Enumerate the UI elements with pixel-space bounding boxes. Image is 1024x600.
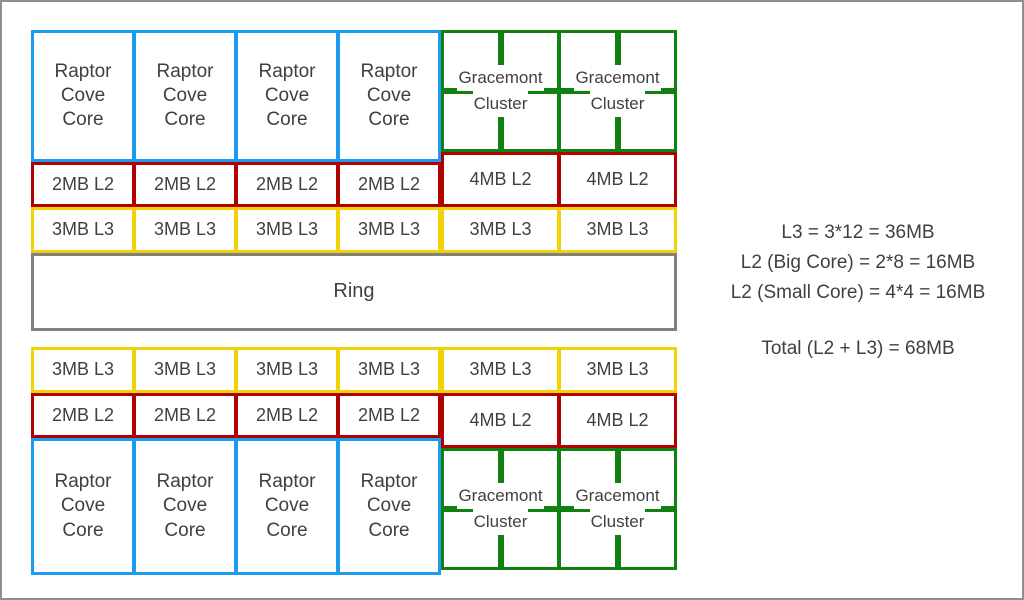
l3-slice-bottom-3[interactable]: 3MB L3 — [337, 347, 441, 393]
l3-slice-bottom-1[interactable]: 3MB L3 — [133, 347, 237, 393]
gracemont-cluster-top-1[interactable]: Gracemont Cluster — [558, 30, 677, 152]
l3-slice-bottom-0[interactable]: 3MB L3 — [31, 347, 135, 393]
l2-big-top-1[interactable]: 2MB L2 — [133, 162, 237, 207]
atom-core[interactable] — [441, 448, 501, 509]
l2-big-bottom-0[interactable]: 2MB L2 — [31, 393, 135, 438]
l3-slice-bottom-4[interactable]: 3MB L3 — [441, 347, 560, 393]
l2-big-bottom-2[interactable]: 2MB L2 — [235, 393, 339, 438]
big-core-top-2[interactable]: Raptor Cove Core — [235, 30, 339, 162]
note-grand-total: Total (L2 + L3) = 68MB — [761, 338, 955, 360]
atom-core[interactable] — [500, 91, 560, 152]
l2-small-bottom-1[interactable]: 4MB L2 — [558, 393, 677, 448]
big-core-bottom-1[interactable]: Raptor Cove Core — [133, 438, 237, 575]
l2-big-top-3[interactable]: 2MB L2 — [337, 162, 441, 207]
l2-small-top-1[interactable]: 4MB L2 — [558, 152, 677, 207]
gracemont-cluster-bottom-1[interactable]: Gracemont Cluster — [558, 448, 677, 570]
cache-summary-notes: L3 = 3*12 = 36MB L2 (Big Core) = 2*8 = 1… — [702, 218, 1014, 364]
l3-slice-top-0[interactable]: 3MB L3 — [31, 207, 135, 253]
atom-core[interactable] — [617, 91, 677, 152]
gracemont-cluster-bottom-0[interactable]: Gracemont Cluster — [441, 448, 560, 570]
atom-core[interactable] — [558, 509, 618, 570]
l3-slice-top-5[interactable]: 3MB L3 — [558, 207, 677, 253]
big-core-bottom-3[interactable]: Raptor Cove Core — [337, 438, 441, 575]
gracemont-cluster-top-0[interactable]: Gracemont Cluster — [441, 30, 560, 152]
atom-core[interactable] — [500, 30, 560, 91]
note-l2-big-total: L2 (Big Core) = 2*8 = 16MB — [740, 252, 976, 274]
l3-slice-top-3[interactable]: 3MB L3 — [337, 207, 441, 253]
l2-big-top-0[interactable]: 2MB L2 — [31, 162, 135, 207]
ring-interconnect[interactable]: Ring — [31, 253, 677, 331]
atom-core[interactable] — [500, 509, 560, 570]
big-core-top-1[interactable]: Raptor Cove Core — [133, 30, 237, 162]
atom-core[interactable] — [617, 448, 677, 509]
big-core-bottom-0[interactable]: Raptor Cove Core — [31, 438, 135, 575]
l2-small-bottom-0[interactable]: 4MB L2 — [441, 393, 560, 448]
atom-core-grid — [558, 448, 677, 570]
atom-core[interactable] — [617, 30, 677, 91]
l3-slice-top-2[interactable]: 3MB L3 — [235, 207, 339, 253]
atom-core[interactable] — [500, 448, 560, 509]
l2-big-top-2[interactable]: 2MB L2 — [235, 162, 339, 207]
l3-slice-bottom-2[interactable]: 3MB L3 — [235, 347, 339, 393]
atom-core[interactable] — [558, 448, 618, 509]
atom-core[interactable] — [441, 91, 501, 152]
l3-slice-bottom-5[interactable]: 3MB L3 — [558, 347, 677, 393]
atom-core[interactable] — [441, 30, 501, 91]
atom-core-grid — [441, 448, 560, 570]
atom-core-grid — [441, 30, 560, 152]
big-core-top-3[interactable]: Raptor Cove Core — [337, 30, 441, 162]
note-l3-total: L3 = 3*12 = 36MB — [781, 222, 935, 243]
l3-slice-top-1[interactable]: 3MB L3 — [133, 207, 237, 253]
atom-core[interactable] — [558, 30, 618, 91]
l2-big-bottom-3[interactable]: 2MB L2 — [337, 393, 441, 438]
l3-slice-top-4[interactable]: 3MB L3 — [441, 207, 560, 253]
atom-core[interactable] — [441, 509, 501, 570]
big-core-top-0[interactable]: Raptor Cove Core — [31, 30, 135, 162]
note-l2-small-total: L2 (Small Core) = 4*4 = 16MB — [730, 282, 986, 304]
note-spacer — [702, 308, 1014, 334]
atom-core-grid — [558, 30, 677, 152]
l2-big-bottom-1[interactable]: 2MB L2 — [133, 393, 237, 438]
atom-core[interactable] — [617, 509, 677, 570]
big-core-bottom-2[interactable]: Raptor Cove Core — [235, 438, 339, 575]
l2-small-top-0[interactable]: 4MB L2 — [441, 152, 560, 207]
cache-hierarchy-diagram: Raptor Cove Core Raptor Cove Core Raptor… — [31, 30, 679, 575]
atom-core[interactable] — [558, 91, 618, 152]
